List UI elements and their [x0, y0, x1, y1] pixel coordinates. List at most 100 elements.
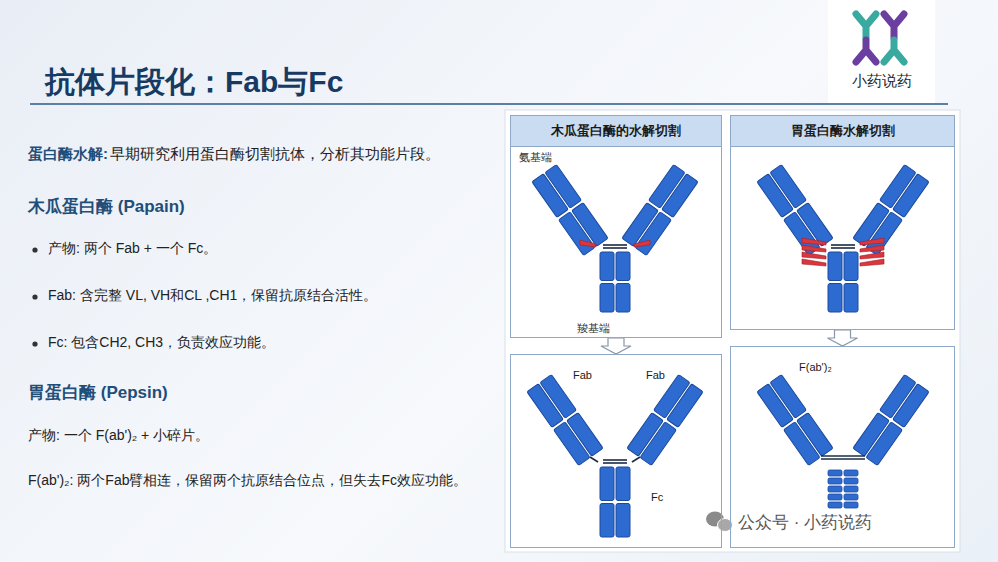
domain-block: [770, 375, 806, 419]
domain-block: [844, 284, 858, 313]
cleavage-site: [802, 245, 826, 252]
domain-block: [616, 252, 630, 281]
title-rule: [30, 103, 948, 105]
part-label: Fab: [646, 369, 665, 381]
fc-fragment: [600, 467, 630, 537]
figure-ground: [505, 110, 960, 552]
fab-fragment: [627, 375, 703, 466]
part-label: F(ab')₂: [799, 361, 832, 373]
domain-block: [866, 422, 902, 466]
cleavage-site: [860, 259, 884, 266]
fab-arm: [532, 165, 608, 256]
domain-block: [828, 284, 842, 313]
peptide-fragment: [844, 486, 858, 492]
peptide-fragment: [844, 494, 858, 500]
cleavage-site: [860, 245, 884, 252]
fab-arm: [622, 165, 698, 256]
cleavage-site: [580, 240, 596, 247]
antibody-figures: [527, 165, 929, 537]
fab-arm: [853, 165, 929, 256]
logo-ground: [828, 0, 935, 103]
part-label: 羧基端: [577, 321, 610, 336]
disulfide-bond: [603, 247, 627, 249]
logo-text: 小药说药: [828, 72, 935, 91]
domain-block: [828, 252, 842, 281]
fc-stem: [828, 252, 858, 312]
bullet-dot: [32, 294, 37, 299]
domain-block: [640, 422, 676, 466]
domain-block: [797, 203, 833, 247]
cleavage-panel: 胃蛋白酶水解切割: [730, 115, 955, 330]
domain-block: [797, 413, 833, 457]
peptide-fragment: [828, 486, 842, 492]
fab-arm: [757, 375, 833, 466]
section-heading: 木瓜蛋白酶 (Papain): [28, 195, 185, 218]
cleavage-site: [802, 238, 826, 245]
cleavage-site: [802, 252, 826, 259]
hinge-stub: [632, 457, 640, 462]
domain-block: [600, 467, 614, 501]
peptide-fragment: [828, 478, 842, 484]
cleavage-panel: 木瓜蛋白酶的水解切割氨基端羧基端: [510, 115, 722, 338]
fc-stem: [600, 252, 630, 312]
process-arrow: [601, 338, 631, 354]
peptide-fragment: [828, 494, 842, 500]
hinge-stub: [590, 457, 598, 462]
domain-block: [616, 504, 630, 538]
domain-block: [667, 384, 703, 428]
cleavage-site: [860, 252, 884, 259]
bullet-dot: [32, 247, 37, 252]
part-label: Fab: [573, 369, 592, 381]
peptide-fragment: [844, 470, 858, 476]
bullet-text: Fc: 包含CH2, CH3，负责效应功能。: [48, 334, 275, 352]
fab-arm: [853, 375, 929, 466]
domain-block: [600, 284, 614, 313]
peptide-fragment: [844, 478, 858, 484]
disulfide-bond: [603, 462, 627, 464]
body-text: F(ab')₂: 两个Fab臂相连，保留两个抗原结合位点，但失去Fc效应功能。: [28, 468, 490, 493]
lead-term: 蛋白酶水解:: [28, 145, 108, 164]
bullet-text: 产物: 两个 Fab + 一个 Fc。: [48, 240, 217, 258]
disulfide-bond: [603, 244, 627, 246]
disulfide-bond: [603, 459, 627, 461]
domain-block: [616, 284, 630, 313]
watermark: 公众号 · 小药说药: [735, 511, 875, 534]
fab-fragment: [527, 375, 603, 466]
domain-block: [635, 212, 671, 256]
bullet-text: Fab: 含完整 VL, VH和CL ,CH1，保留抗原结合活性。: [48, 287, 377, 305]
logo-box: 小药说药: [828, 0, 935, 103]
bullet-dot: [32, 341, 37, 346]
domain-block: [567, 413, 603, 457]
intro-text: 早期研究利用蛋白酶切割抗体，分析其功能片段。: [110, 145, 440, 164]
domain-block: [662, 174, 698, 218]
body-text: 产物: 一个 F(ab')₂ + 小碎片。: [28, 427, 209, 445]
domain-block: [770, 165, 806, 209]
domain-block: [540, 375, 576, 419]
wechat-icon: [706, 512, 733, 532]
domain-block: [893, 174, 929, 218]
product-panel: Fab FabFc: [510, 354, 722, 548]
disulfide-bond: [821, 458, 865, 460]
part-label: 氨基端: [519, 150, 552, 165]
cleavage-site: [634, 240, 650, 247]
logo-icon: [856, 14, 904, 62]
domain-block: [616, 467, 630, 501]
fab-arm: [757, 165, 833, 256]
domain-block: [600, 504, 614, 538]
domain-block: [600, 252, 614, 281]
peptide-fragment: [828, 502, 842, 508]
disulfide-bond: [821, 455, 865, 457]
cleavage-site: [860, 238, 884, 245]
peptide-fragment: [844, 502, 858, 508]
section-heading: 胃蛋白酶 (Pepsin): [28, 381, 168, 404]
domain-block: [893, 384, 929, 428]
domain-block: [572, 203, 608, 247]
domain-block: [844, 252, 858, 281]
cleavage-site: [802, 259, 826, 266]
panel-header: 胃蛋白酶水解切割: [731, 116, 954, 147]
slide-title: 抗体片段化：Fab与Fc: [45, 62, 343, 103]
disulfide-bond: [831, 247, 855, 249]
panel-header: 木瓜蛋白酶的水解切割: [511, 116, 721, 147]
part-label: Fc: [651, 491, 663, 503]
domain-block: [545, 165, 581, 209]
